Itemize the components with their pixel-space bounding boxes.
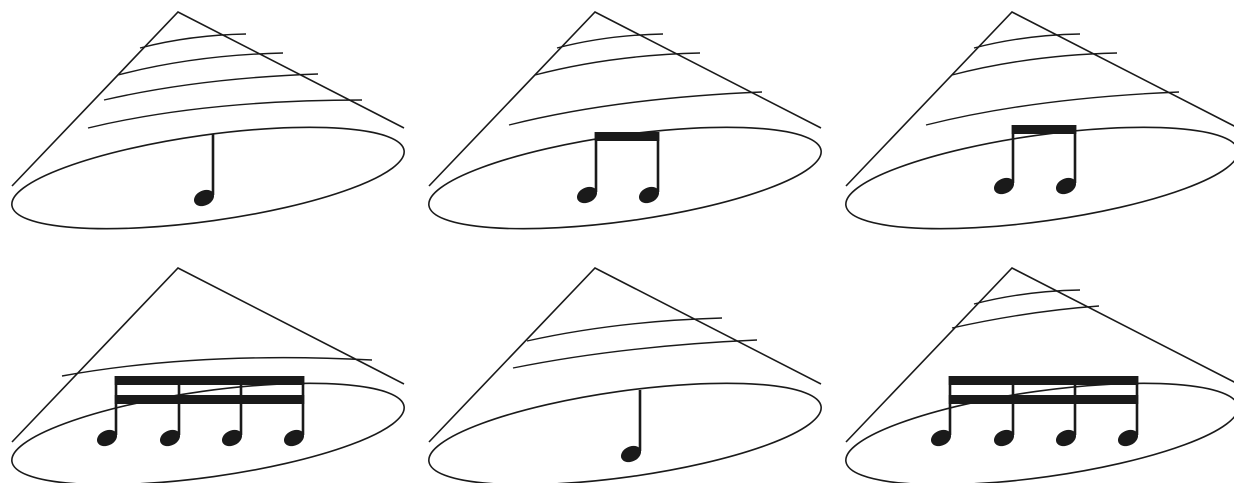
eighth-note-beam	[595, 132, 660, 141]
sixteenth-note-beam-top	[949, 376, 1139, 385]
sixteenth-note-beam-top	[115, 376, 305, 385]
sixteenth-note-beam-bottom	[115, 395, 305, 404]
sixteenth-note-beam-bottom	[949, 395, 1139, 404]
eighth-note-beam	[1012, 125, 1077, 134]
